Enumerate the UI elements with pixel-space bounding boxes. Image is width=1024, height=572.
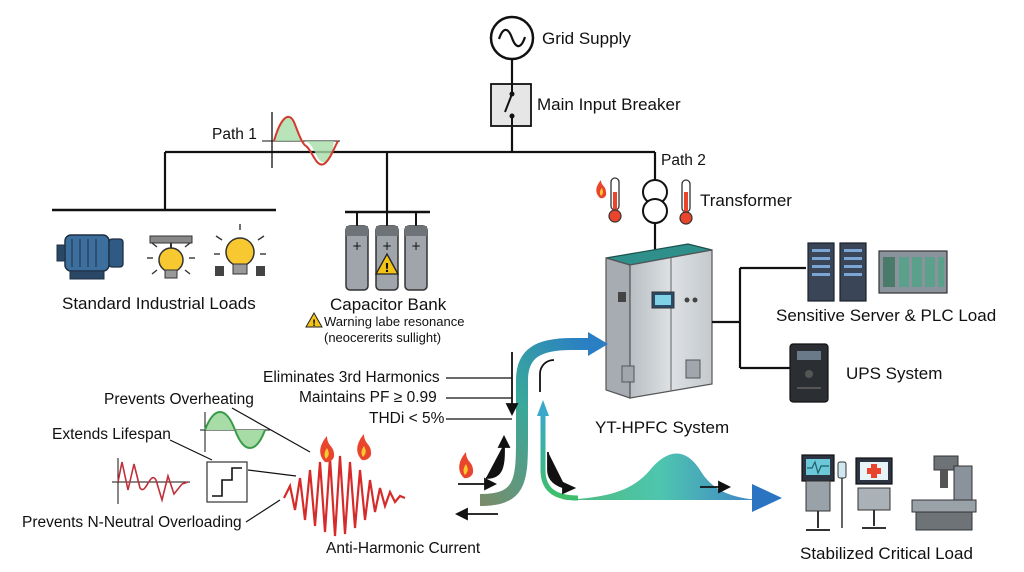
lightbulb-icon: [214, 224, 266, 276]
distorted-inset: [112, 458, 190, 504]
flame-icon: [357, 434, 372, 461]
anti-harmonic-label: Anti-Harmonic Current: [326, 540, 481, 557]
svg-text:!: !: [312, 319, 316, 329]
motor-icon: [56, 234, 124, 280]
svg-text:+: +: [411, 239, 421, 253]
harmonic-waveform: [283, 455, 406, 537]
stabilized-load-label: Stabilized Critical Load: [800, 544, 973, 563]
medical-cart-icon: [837, 457, 893, 529]
breaker-icon: [490, 83, 532, 127]
svg-text:+: +: [382, 239, 392, 253]
overheating-label: Prevents Overheating: [104, 391, 254, 408]
warning-icon: !: [305, 311, 323, 329]
thermometer-icon: [608, 177, 622, 223]
capacitor-bank-label: Capacitor Bank: [330, 295, 447, 314]
eliminates-label: Eliminates 3rd Harmonics: [263, 369, 440, 386]
hpfc-label: YT-HPFC System: [595, 418, 730, 437]
main-breaker-label: Main Input Breaker: [537, 95, 681, 114]
neutral-label: Prevents N-Neutral Overloading: [22, 514, 242, 531]
path2-label: Path 2: [661, 152, 706, 169]
sine-inset: [200, 411, 270, 452]
flame-icon: [596, 180, 607, 199]
cnc-machine-icon: [911, 455, 977, 531]
server-icon: [807, 242, 867, 302]
grid-supply-label: Grid Supply: [542, 29, 631, 48]
hpfc-cabinet: [605, 243, 713, 399]
flame-icon: [459, 452, 474, 479]
monitor-icon: [801, 454, 835, 531]
thdi-label: THDi < 5%: [369, 410, 445, 427]
thermometer-icon: [679, 179, 693, 225]
flame-icon: [320, 436, 335, 463]
path1-waveform: [262, 112, 340, 168]
ups-icon: [789, 343, 829, 403]
ac-source-icon: [489, 15, 535, 61]
lightbulb-icon: [147, 235, 195, 279]
transformer-label: Transformer: [700, 191, 792, 210]
svg-text:!: !: [384, 261, 389, 275]
standard-loads-label: Standard Industrial Loads: [62, 294, 256, 313]
svg-text:+: +: [352, 239, 362, 253]
path1-label: Path 1: [212, 126, 257, 143]
sensitive-load-label: Sensitive Server & PLC Load: [776, 306, 997, 325]
transformer-icon: [642, 179, 668, 224]
plc-icon: [878, 250, 948, 294]
lifespan-label: Extends Lifespan: [52, 426, 171, 443]
pf-label: Maintains PF ≥ 0.99: [299, 389, 437, 406]
warning-icon: !: [374, 252, 400, 275]
capacitor-warning-line1: Warning labe resonance: [324, 314, 465, 329]
step-inset: [206, 461, 248, 503]
capacitor-warning-line2: (neocererits sullight): [324, 330, 442, 345]
capacitor-icon: + + +: [345, 212, 428, 291]
ups-label: UPS System: [846, 364, 943, 383]
